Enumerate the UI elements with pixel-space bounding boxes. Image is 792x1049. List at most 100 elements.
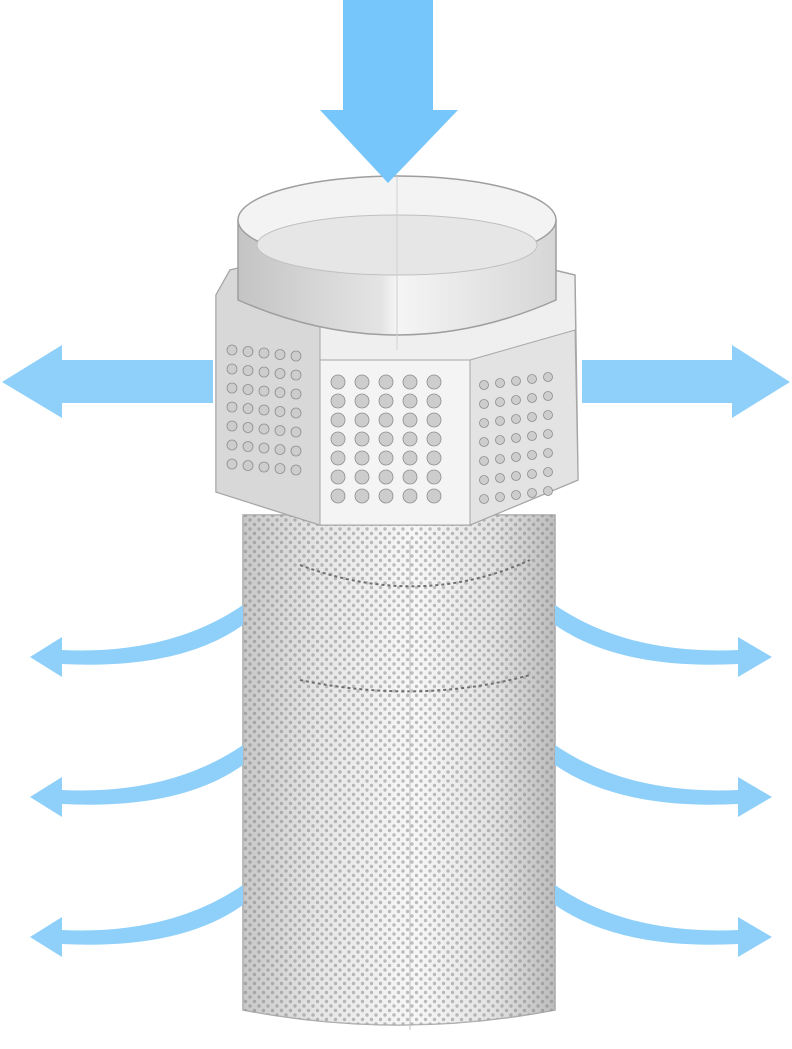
dimple: [426, 412, 442, 428]
dimple: [290, 350, 302, 362]
dimple: [354, 469, 370, 485]
outlet-arrow-right: [555, 745, 772, 817]
dimple: [543, 410, 553, 420]
dimple: [226, 344, 238, 356]
dimple: [543, 467, 553, 477]
dimple: [543, 448, 553, 458]
dimple: [426, 431, 442, 447]
dimple: [527, 431, 537, 441]
dimple: [543, 486, 553, 496]
dimple: [402, 450, 418, 466]
dimple: [402, 488, 418, 504]
dimple: [242, 346, 254, 357]
dimple: [378, 431, 394, 447]
dimple: [258, 423, 270, 435]
dimple: [290, 464, 302, 476]
dimple: [330, 374, 346, 390]
dimple: [330, 450, 346, 466]
dimple: [274, 349, 286, 360]
dimple: [354, 450, 370, 466]
dimple: [402, 393, 418, 409]
dimple: [543, 372, 553, 382]
dimple: [242, 403, 254, 414]
dimple: [402, 374, 418, 390]
dimple: [226, 382, 238, 394]
dimple: [226, 363, 238, 375]
dimple: [495, 378, 505, 388]
dimple: [330, 393, 346, 409]
dimple: [426, 393, 442, 409]
dimple: [378, 374, 394, 390]
dimple: [495, 416, 505, 426]
outlet-arrow-left-upper: [2, 345, 213, 418]
dimple: [479, 475, 489, 485]
dimple: [258, 366, 270, 378]
dimple: [426, 450, 442, 466]
dimple: [290, 426, 302, 438]
outlet-arrows-right: [555, 605, 772, 957]
dimple: [378, 450, 394, 466]
dimple: [511, 376, 521, 386]
dimple: [258, 385, 270, 397]
dimple: [511, 414, 521, 424]
dimple: [258, 461, 270, 473]
dimple: [242, 422, 254, 433]
dimple: [226, 458, 238, 470]
dimple: [511, 433, 521, 443]
dimple: [226, 439, 238, 451]
dimple: [274, 406, 286, 417]
dimple: [402, 431, 418, 447]
dimple: [242, 384, 254, 395]
dimple: [511, 395, 521, 405]
dimple: [378, 393, 394, 409]
dimple: [290, 369, 302, 381]
outlet-arrow-right-upper: [582, 345, 790, 418]
dimple: [354, 412, 370, 428]
dimple: [479, 418, 489, 428]
dimple: [495, 492, 505, 502]
dimple: [495, 473, 505, 483]
dimple: [242, 441, 254, 452]
dimple: [527, 469, 537, 479]
dimple: [290, 388, 302, 400]
header-dimples-left: [226, 344, 302, 476]
dimple: [274, 444, 286, 455]
dimple: [290, 445, 302, 457]
dimple: [330, 431, 346, 447]
dimple: [290, 407, 302, 419]
dimple: [527, 374, 537, 384]
dimple: [479, 399, 489, 409]
dimple: [402, 469, 418, 485]
dimple: [354, 488, 370, 504]
inlet-collar: [237, 175, 557, 350]
dimple: [479, 456, 489, 466]
dimple: [495, 454, 505, 464]
dimple: [330, 412, 346, 428]
dimple: [330, 469, 346, 485]
outlet-arrow-left: [30, 605, 243, 677]
inlet-arrow: [320, 0, 458, 183]
dimple: [527, 412, 537, 422]
dimple: [402, 412, 418, 428]
dimple: [354, 431, 370, 447]
dimple: [258, 404, 270, 416]
dimple: [479, 380, 489, 390]
dimple: [479, 494, 489, 504]
dimple: [274, 387, 286, 398]
dimple: [511, 471, 521, 481]
dimple: [426, 374, 442, 390]
dimple: [226, 420, 238, 432]
dimple: [479, 437, 489, 447]
dimple: [242, 460, 254, 471]
outlet-arrow-left: [30, 745, 243, 817]
dimple: [543, 429, 553, 439]
dimple: [274, 368, 286, 379]
dimple: [527, 393, 537, 403]
dimple: [426, 488, 442, 504]
outlet-arrow-left: [30, 885, 243, 957]
dimple: [426, 469, 442, 485]
dimple: [543, 391, 553, 401]
outlet-arrows-left: [30, 605, 243, 957]
dimple: [378, 469, 394, 485]
outlet-arrow-right: [555, 885, 772, 957]
